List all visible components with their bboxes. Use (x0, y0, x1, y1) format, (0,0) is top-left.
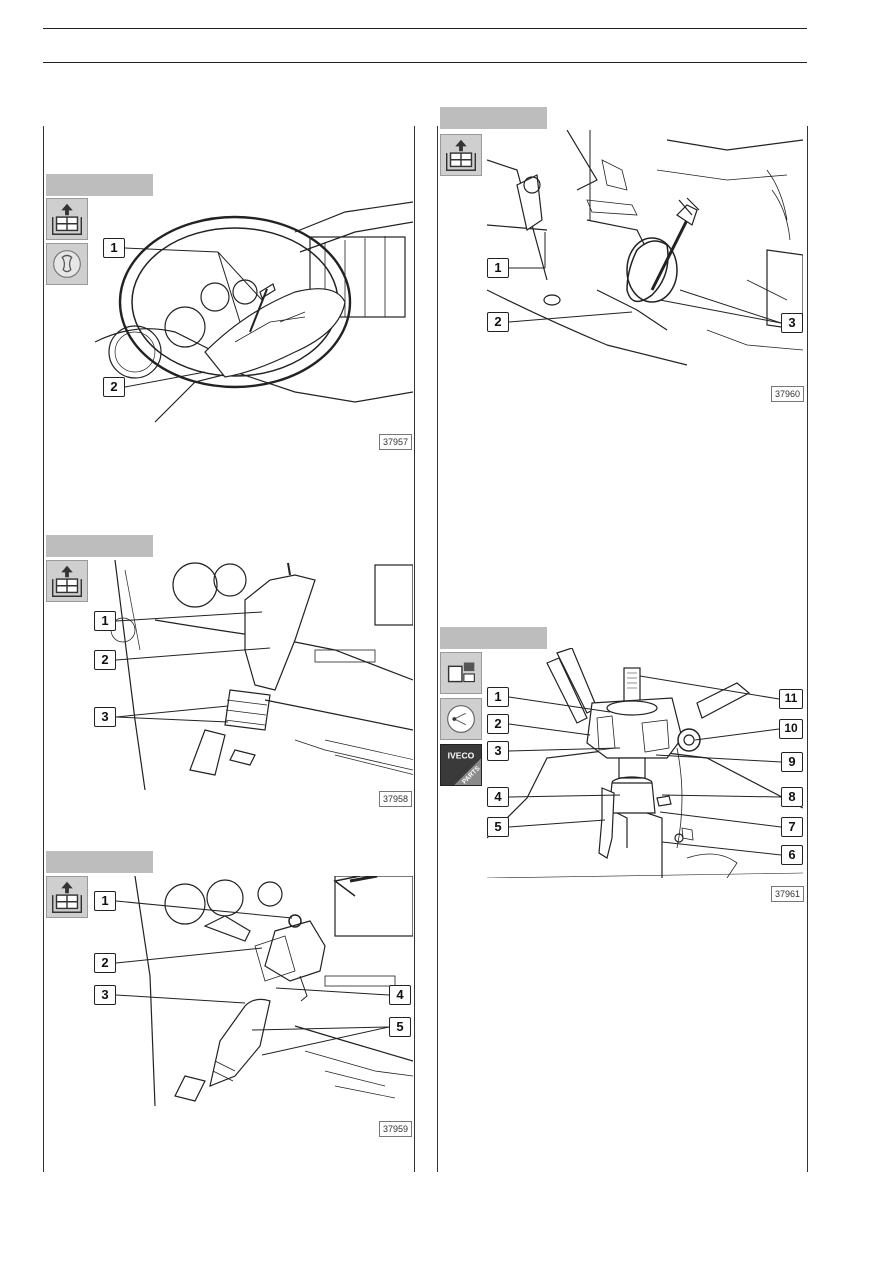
figure-5-callout-6: 6 (781, 845, 803, 865)
figure-5-callout-10: 10 (779, 719, 803, 739)
figure-5-callout-4: 4 (487, 787, 509, 807)
figure-1-drawing (95, 192, 413, 425)
steering-wheel-tool-icon (46, 243, 88, 285)
figure-5-drawing (487, 648, 803, 878)
figure-2-drawing (95, 560, 413, 790)
visual-inspection-icon (440, 698, 482, 740)
center-border-right (437, 126, 438, 1172)
header-rule-top (43, 28, 807, 29)
figure-3-number: 37959 (379, 1121, 413, 1137)
figure-2-callout-3: 3 (94, 707, 116, 727)
right-column-border (807, 126, 808, 1172)
figure-5-callout-8: 8 (781, 787, 803, 807)
figure-4-drawing (487, 130, 803, 370)
header-rule-bottom (43, 62, 807, 63)
figure-1-tab (46, 174, 153, 196)
figure-3-callout-2: 2 (94, 953, 116, 973)
figure-4-callout-3: 3 (781, 313, 803, 333)
figure-4-number: 37960 (771, 386, 805, 402)
component-removal-icon (46, 198, 88, 240)
component-removal-icon (46, 560, 88, 602)
figure-1-number: 37957 (379, 434, 413, 450)
figure-3-callout-4: 4 (389, 985, 411, 1005)
iveco-logo-text: IVECO (448, 750, 475, 760)
figure-3-callout-5: 5 (389, 1017, 411, 1037)
component-removal-icon (46, 876, 88, 918)
disassembly-icon (440, 652, 482, 694)
figure-2-number: 37958 (379, 791, 413, 807)
figure-5-callout-11: 11 (779, 689, 803, 709)
component-removal-icon (440, 134, 482, 176)
figure-3-tab (46, 851, 153, 873)
left-column-border (43, 126, 44, 1172)
figure-5-callout-9: 9 (781, 752, 803, 772)
figure-5-callout-2: 2 (487, 714, 509, 734)
iveco-parts-icon: IVECO PARTS (440, 744, 482, 786)
figure-4-callout-2: 2 (487, 312, 509, 332)
figure-1-callout-2: 2 (103, 377, 125, 397)
figure-4-callout-1: 1 (487, 258, 509, 278)
figure-5-callout-1: 1 (487, 687, 509, 707)
center-border-left (414, 126, 415, 1172)
figure-5-number: 37961 (771, 886, 805, 902)
figure-2-tab (46, 535, 153, 557)
figure-3-drawing (95, 876, 413, 1106)
figure-2-callout-1: 1 (94, 611, 116, 631)
figure-3-callout-3: 3 (94, 985, 116, 1005)
figure-2-callout-2: 2 (94, 650, 116, 670)
figure-5-callout-3: 3 (487, 741, 509, 761)
figure-3-callout-1: 1 (94, 891, 116, 911)
figure-5-callout-5: 5 (487, 817, 509, 837)
figure-1-callout-1: 1 (103, 238, 125, 258)
figure-4-tab (440, 107, 547, 129)
figure-5-callout-7: 7 (781, 817, 803, 837)
figure-5-tab (440, 627, 547, 649)
